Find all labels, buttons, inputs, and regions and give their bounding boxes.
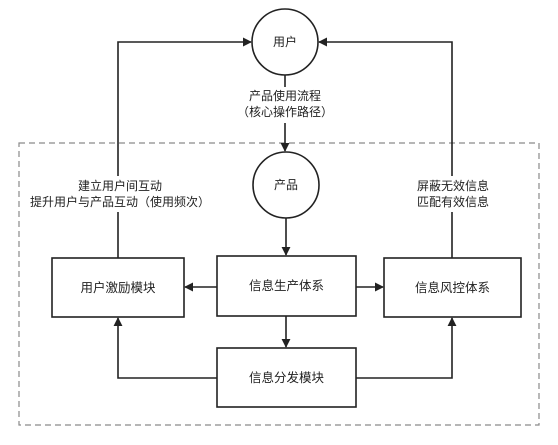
- edge-incentive-to-user: [117, 37, 252, 258]
- info-production-label: 信息生产体系: [249, 278, 324, 293]
- product-boundary: [18, 142, 540, 426]
- edge-distribution-to-riskcontrol: [356, 317, 457, 379]
- info-production-node: [216, 255, 357, 317]
- edge-label-bg: [28, 176, 214, 212]
- info-risk-control-label: 信息风控体系: [415, 280, 490, 295]
- edge-riskcontrol-to-user-label-1: 屏蔽无效信息: [417, 178, 489, 193]
- edge-label-bg: [240, 87, 332, 123]
- edge-riskcontrol-to-user: [318, 37, 453, 258]
- info-risk-control-node: [383, 257, 522, 318]
- info-distribution-label: 信息分发模块: [249, 370, 325, 385]
- info-distribution-node: [216, 347, 357, 408]
- edge-incentive-to-user-label-2: 提升用户与产品互动（使用频次）: [30, 194, 210, 209]
- edge-user-to-product-label-1: 产品使用流程: [249, 88, 321, 103]
- product-node-label: 产品: [274, 178, 298, 192]
- edge-label-bg: [410, 176, 496, 212]
- edge-riskcontrol-to-user-label-2: 匹配有效信息: [417, 194, 489, 209]
- user-incentive-node: [51, 257, 185, 318]
- user-incentive-label: 用户激励模块: [80, 280, 156, 295]
- edge-user-to-product-label-2: （核心操作路径）: [237, 104, 333, 119]
- edge-incentive-to-user-label-1: 建立用户间互动: [78, 178, 162, 193]
- edge-distribution-to-incentive: [113, 317, 217, 379]
- user-node-label: 用户: [273, 34, 297, 49]
